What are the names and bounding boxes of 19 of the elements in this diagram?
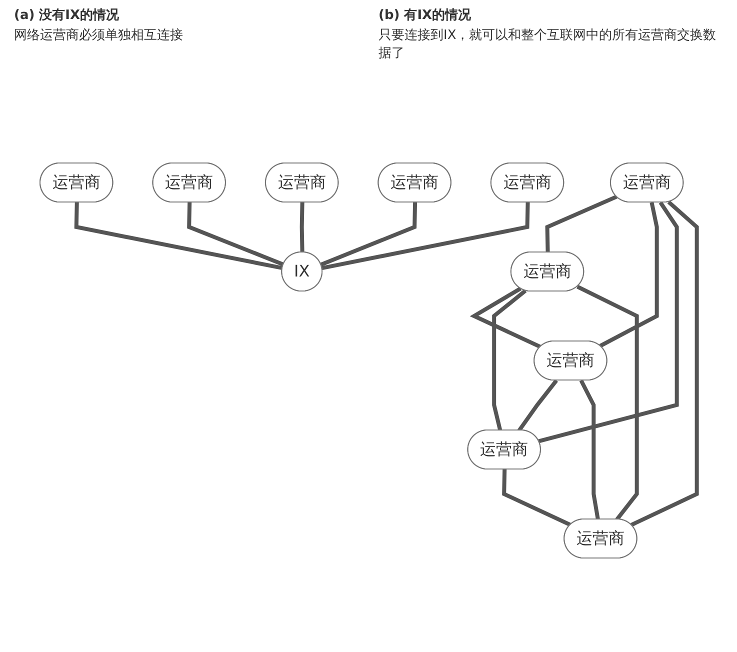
section-heading: (b) 有IX的情况 <box>378 7 472 24</box>
section-heading: (a) 没有IX的情况 <box>14 7 120 24</box>
connector <box>599 202 659 348</box>
connector <box>545 194 618 253</box>
connector <box>502 469 572 527</box>
connector <box>538 201 679 444</box>
connector <box>470 286 542 349</box>
connector <box>579 380 600 520</box>
connector <box>74 202 283 270</box>
connector <box>300 202 304 253</box>
connector <box>187 202 284 266</box>
connector <box>322 202 530 270</box>
connector <box>492 289 527 431</box>
connector <box>630 200 699 527</box>
section-note: 网络运营商必须单独相互连接 <box>14 27 184 45</box>
connector <box>576 284 639 521</box>
section-note: 只要连接到IX，就可以和整个互联网中的所有运营商交换数据了 <box>378 27 718 62</box>
connector <box>518 379 558 432</box>
connector <box>320 202 418 266</box>
